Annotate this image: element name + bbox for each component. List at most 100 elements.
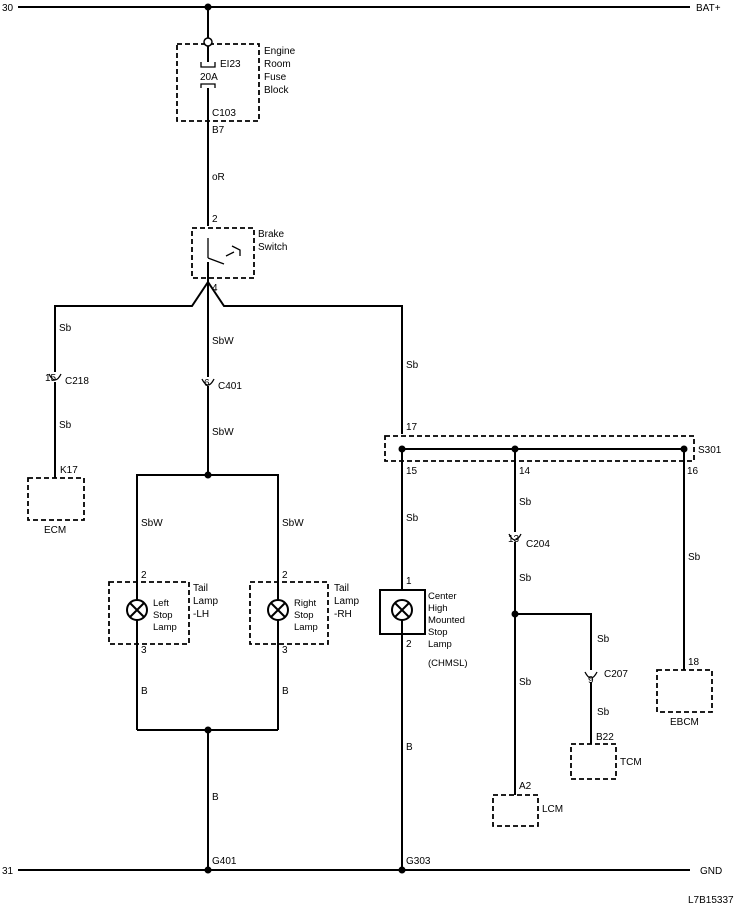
c218-connector-icon [48,373,62,381]
c401-name: C401 [218,381,242,392]
chmsl-pin-bottom: 2 [406,639,412,650]
ebcm-box [656,669,713,713]
lcm-name: LCM [542,804,563,815]
lh-lamp-label-3: Lamp [153,622,177,633]
rail-bat-label: BAT+ [696,3,721,14]
fuse-terminal [203,37,213,47]
wire-color-left: Sb [59,323,72,334]
rh-outer-label-1: Tail [334,583,349,594]
wire-color-lh-upper: SbW [141,518,163,529]
wire-color-s301-14-upper: Sb [519,497,532,508]
wire-color-left-lower: Sb [59,420,72,431]
chmsl-label-5: Lamp [428,639,452,650]
rail-31-label: 31 [2,866,14,877]
fuse-block-box [176,43,260,122]
splice-pin-ebcm: 16 [687,466,699,477]
c218-pin: 15 [45,373,57,384]
ground-right-name: G303 [406,856,431,867]
lcm-box [492,794,539,827]
wire-color-right: Sb [406,360,419,371]
ebcm-pin: 18 [688,657,700,668]
rail-gnd-label: GND [700,866,722,877]
fuse-block-label-4: Block [264,85,289,96]
lh-pin-top: 2 [141,570,147,581]
splice-pin-in: 17 [406,422,418,433]
splice-pin-c204: 14 [519,466,531,477]
brake-switch-label-2: Switch [258,242,287,253]
ecm-box [27,477,85,521]
wire-color-lh-lower: B [141,686,148,697]
brake-switch-pin-in: 2 [212,214,218,225]
brake-switch-box [191,227,255,279]
tail-lamp-rh-box [249,581,329,645]
lh-outer-label-3: -LH [193,609,209,620]
wire-color-s301-14-lower: Sb [519,573,532,584]
wire-color-ground-left: B [212,792,219,803]
c207-connector-icon [584,671,598,679]
brake-switch-label-1: Brake [258,229,285,240]
chmsl-label-3: Mounted [428,615,465,626]
ground-left-name: G401 [212,856,237,867]
tcm-name: TCM [620,757,642,768]
rh-lamp-label-2: Stop [294,610,314,621]
lcm-pin: A2 [519,781,532,792]
rh-lamp-label-1: Right [294,598,317,609]
fuse-name: EI23 [220,59,241,70]
tcm-pin: B22 [596,732,614,743]
lh-outer-label-2: Lamp [193,596,218,607]
lh-lamp-label-2: Stop [153,610,173,621]
fuse-block-label-2: Room [264,59,291,70]
wire-color-tcm-upper: Sb [597,634,610,645]
ecm-name: ECM [44,525,66,536]
fuse-block-label-3: Fuse [264,72,287,83]
diagram-id: L7B15337 [688,895,734,906]
lh-pin-bottom: 3 [141,645,147,656]
wire-color-chmsl-upper: Sb [406,513,419,524]
splice-pin-chmsl: 15 [406,466,418,477]
tail-lamp-lh-box [108,581,190,645]
wire-color-rh-lower: B [282,686,289,697]
chmsl-pin-top: 1 [406,576,412,587]
wire-color-rh-upper: SbW [282,518,304,529]
fuse-pin: B7 [212,125,225,136]
rh-pin-top: 2 [282,570,288,581]
splice-s301-box [384,435,695,462]
wire-color-chmsl-lower: B [406,742,413,753]
wire-color-lcm: Sb [519,677,532,688]
rh-outer-label-3: -RH [334,609,352,620]
splice-name: S301 [698,445,722,456]
c401-pin: 6 [204,378,210,389]
wire-color-center-lower: SbW [212,427,234,438]
rh-pin-bottom: 3 [282,645,288,656]
rail-30-label: 30 [2,3,14,14]
c204-pin: 13 [508,534,520,545]
c401-connector-icon [201,378,215,386]
c204-name: C204 [526,539,550,550]
c204-connector-icon [508,533,522,541]
ebcm-name: EBCM [670,717,699,728]
rh-lamp-label-3: Lamp [294,622,318,633]
chmsl-label-4: Stop [428,627,448,638]
chmsl-label-6: (CHMSL) [428,658,468,669]
c218-name: C218 [65,376,89,387]
brake-switch-icon [207,238,241,265]
chmsl-label-1: Center [428,591,457,602]
c207-name: C207 [604,669,628,680]
chmsl-label-2: High [428,603,448,614]
brake-switch-pin-out: 4 [212,283,218,294]
fuse-rating: 20A [200,72,218,83]
fuse-block-label-1: Engine [264,46,296,57]
tcm-box [570,743,617,780]
wire-color-center: SbW [212,336,234,347]
ecm-pin: K17 [60,465,78,476]
c207-pin: 9 [588,675,594,686]
lh-lamp-label-1: Left [153,598,169,609]
fuse-icon [200,62,216,88]
wire-color-ebcm: Sb [688,552,701,563]
wire-color-or: oR [212,172,225,183]
lh-outer-label-1: Tail [193,583,208,594]
rh-outer-label-2: Lamp [334,596,359,607]
fuse-connector: C103 [212,108,236,119]
wire-color-tcm-lower: Sb [597,707,610,718]
